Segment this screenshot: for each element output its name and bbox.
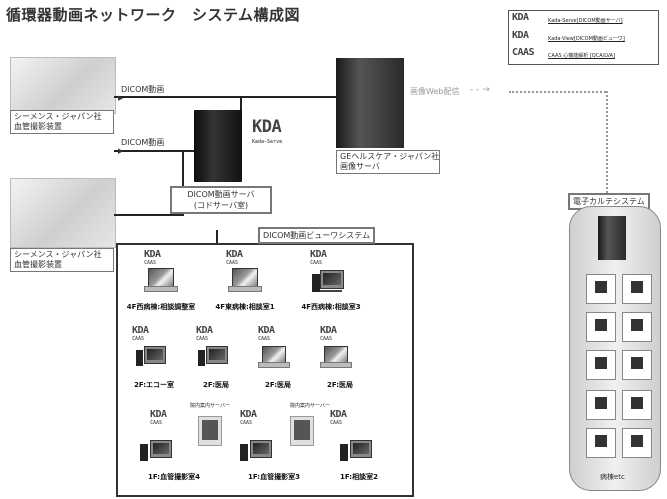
desktop-pc-icon [140,444,148,461]
kada-server-label: DICOM動画サーバ (コドサーバ室) [170,186,272,214]
desktop-pc-icon [150,440,172,458]
desktop-pc-icon [136,350,143,366]
kiosk-display [290,416,314,446]
emr-terminal-icon [586,428,616,458]
equipment-label-bottom: シーメンス・ジャパン社 血管撮影装置 [10,248,114,272]
legend-logo-kada-view: KDA [512,30,529,41]
link-label-dicom-top: DICOM動画 [121,85,165,94]
emr-terminal-icon [586,390,616,420]
link-line [114,214,184,216]
emr-terminal-icon [622,274,652,304]
page-title: 循環器動画ネットワーク システム構成図 [6,6,301,24]
terminal-caption: 4F東病棟:相談室1 [215,303,275,311]
desktop-pc-icon [340,444,348,461]
link-line [114,96,336,98]
desktop-pc-icon [250,440,272,458]
laptop-icon [320,362,352,368]
laptop-icon [258,362,290,368]
terminal-caption: 4F西病棟:相談室3 [301,303,361,311]
emr-terminal-icon [622,312,652,342]
legend-label-kada-serve: Kada-Serve[DICOM動画サーバ] [548,18,623,24]
arrow-icon: ▶ [118,147,124,155]
terminal-caption: 4F西病棟:相談調整室 [126,303,196,311]
laptop-icon [148,268,174,288]
emr-terminal-icon [622,428,652,458]
link-line [216,230,218,244]
terminal-caption: 1F:相談室2 [340,473,378,481]
emr-terminal-icon [622,390,652,420]
laptop-icon [144,286,178,292]
link-label-dicom-bottom: DICOM動画 [121,138,165,147]
terminal-caption: 1F:血管撮影室3 [248,473,300,481]
terminal-caption: 1F:血管撮影室4 [148,473,200,481]
emr-terminal-icon [622,350,652,380]
keyboard-icon [320,290,342,292]
laptop-icon [232,268,258,288]
terminal-caption: 2F:エコー室 [133,381,175,389]
link-line [240,96,242,114]
legend-label-kada-view: Kada-View[DICOM動画ビューワ] [548,36,625,42]
angiography-device-photo [10,57,116,114]
web-delivery-line [606,91,608,193]
desktop-pc-icon [198,350,205,366]
angiography-device-photo [10,178,116,248]
emr-server-tower [598,216,626,260]
equipment-label-top: シーメンス・ジャパン社 血管撮影装置 [10,110,114,134]
terminal-caption: 2F:医局 [326,381,354,389]
desktop-pc-icon [240,444,248,461]
kiosk-display [198,416,222,446]
kada-server-tower [194,110,242,182]
emr-footer: 病棟etc [600,473,625,481]
legend [508,10,659,65]
link-line [114,150,194,152]
emr-terminal-icon [586,274,616,304]
legend-label-caas: CAAS 心機能解析 [QCA/LVA] [548,53,616,59]
desktop-pc-icon [206,346,228,364]
laptop-icon [228,286,262,292]
arrow-icon: - - → [470,85,490,95]
legend-logo-kada-serve: KDA [512,12,529,23]
viewer-system-label: DICOM動画ビューワシステム [258,227,376,244]
terminal-caption: 2F:医局 [202,381,230,389]
ge-image-server-tower [336,58,404,148]
desktop-pc-icon [320,270,344,289]
terminal-caption: 2F:医局 [264,381,292,389]
emr-terminal-icon [586,312,616,342]
kiosk-label: 院内案内サーバー [290,403,330,409]
kiosk-label: 院内案内サーバー [190,403,230,409]
desktop-pc-icon [312,274,320,292]
ge-server-label: GEヘルスケア・ジャパン社 画像サーバ [336,150,440,174]
link-label-web: 画像Web配信 [410,87,460,96]
web-delivery-line [509,91,606,93]
emr-terminal-icon [586,350,616,380]
desktop-pc-icon [350,440,372,458]
legend-logo-caas: CAAS [512,47,535,58]
arrow-icon: ▶ [118,94,124,102]
link-line [182,150,184,216]
desktop-pc-icon [144,346,166,364]
